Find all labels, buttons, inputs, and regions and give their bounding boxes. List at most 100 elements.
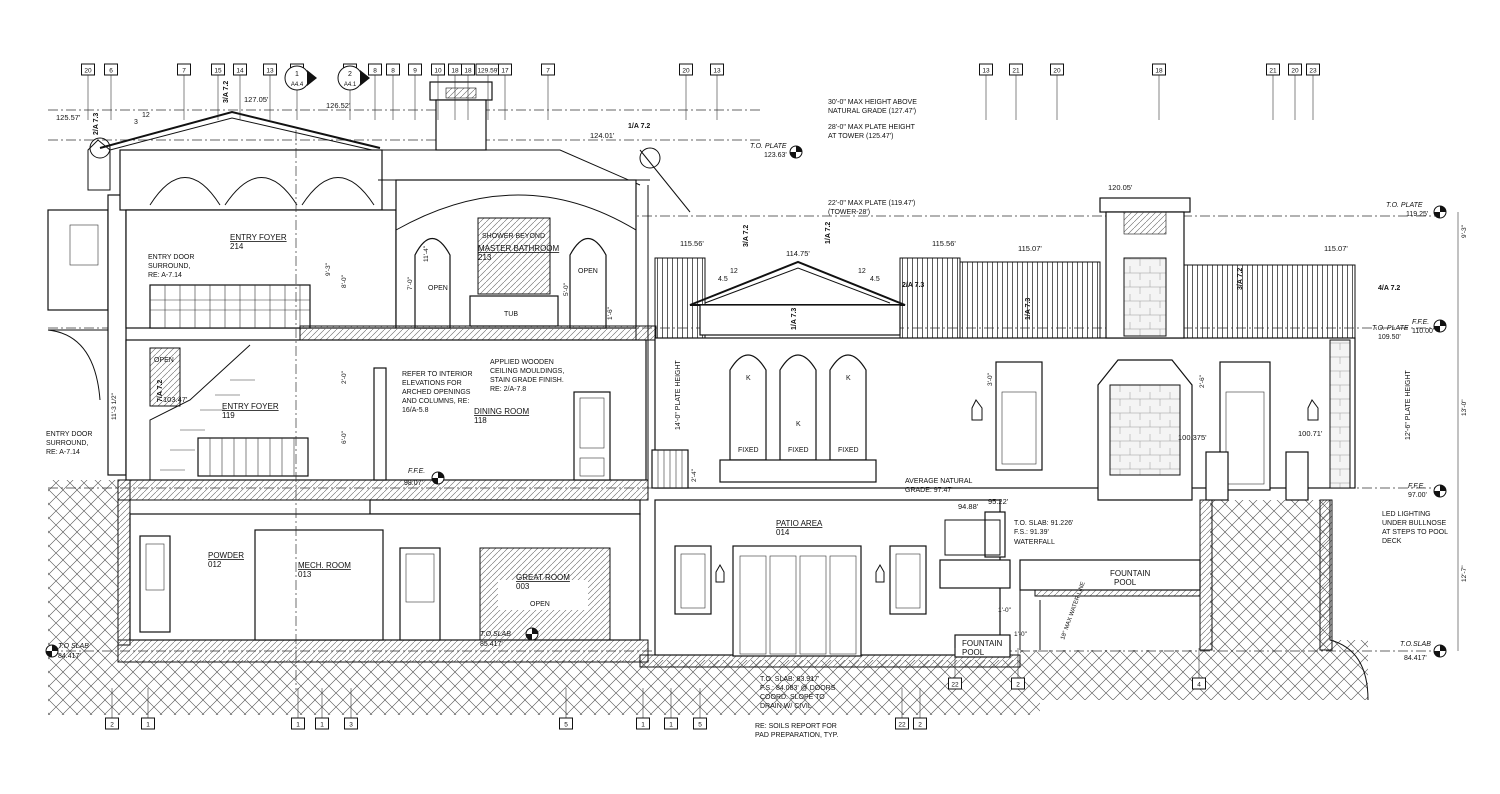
grid-tag-bottom: 3 xyxy=(344,688,358,730)
note-fixed-1: FIXED xyxy=(738,447,759,454)
ffe-right2-value: 97.00' xyxy=(1408,492,1427,499)
grid-tag-bottom-label: 1 xyxy=(296,722,300,729)
grid-tag-bottom: 5 xyxy=(559,688,573,730)
dim-8-0: 8'-0" xyxy=(341,274,348,288)
room-fountain-pool-b: FOUNTAIN xyxy=(962,639,1003,648)
elev-94-88: 94.88' xyxy=(958,502,979,511)
note-shower: SHOWER BEYOND xyxy=(482,233,545,240)
section-marker-number: 2 xyxy=(348,71,352,78)
room-entry-foyer-119-no: 119 xyxy=(222,411,235,420)
note-applied-3: STAIN GRADE FINISH. xyxy=(490,377,564,384)
elev-115-07-a: 115.07' xyxy=(1018,244,1042,253)
grid-tag-top: 21 xyxy=(1009,63,1023,120)
grid-tag-top-label: 8 xyxy=(373,68,377,75)
ffe-right-value: 110.00' xyxy=(1412,328,1434,335)
note-tub: TUB xyxy=(504,311,518,318)
notes: ENTRY DOOR SURROUND, RE: A-7.14 ENTRY DO… xyxy=(46,112,1448,739)
note-led-2: UNDER BULLNOSE xyxy=(1382,520,1447,527)
grid-tag-bottom: 2 xyxy=(913,688,927,730)
room-patio-no: 014 xyxy=(776,528,790,537)
grid-tag-bottom-label: 4 xyxy=(1197,682,1201,689)
note-k-1: K xyxy=(746,375,751,382)
grid-tag-top: 13 xyxy=(263,63,277,120)
grid-tag-top-label: 8 xyxy=(391,68,395,75)
note-fs-waterfall: F.S.: 91.39' xyxy=(1014,529,1049,536)
room-fountain-pool-b2: POOL xyxy=(962,648,985,657)
dim-2-0: 2'-0" xyxy=(341,370,348,384)
note-applied-1: APPLIED WOODEN xyxy=(490,359,554,366)
grid-tag-bottom: 22 xyxy=(948,648,962,690)
dimensions: 9'-3" 13'-0" 12'-7" 1'-0" 1'-0" 2'-4" 8'… xyxy=(111,212,1468,651)
note-led-4: DECK xyxy=(1382,538,1402,545)
max-height-label: 30'-0" MAX HEIGHT ABOVE xyxy=(828,99,917,106)
to-plate-right2-label: T.O. PLATE xyxy=(1372,325,1409,332)
note-soils-1: RE: SOILS REPORT FOR xyxy=(755,723,837,730)
room-patio: PATIO AREA xyxy=(776,519,823,528)
grid-tag-top: 8 xyxy=(386,63,400,120)
upper-floor xyxy=(125,179,657,480)
grid-tag-top: 7 xyxy=(177,63,191,120)
room-great: GREAT ROOM xyxy=(516,573,570,582)
note-entry-door-l3: RE: A-7.14 xyxy=(46,449,80,456)
max-plate-label: 22'-0" MAX PLATE (119.47') xyxy=(828,200,915,207)
room-entry-foyer-214: ENTRY FOYER xyxy=(230,233,287,242)
grid-tag-top-label: 23 xyxy=(1309,68,1317,75)
grid-tag-bottom-label: 5 xyxy=(564,722,568,729)
elev-100-71: 100.71' xyxy=(1298,429,1323,438)
section-marker: 1A4.4 xyxy=(284,65,317,91)
dim-5-0: 5'-0" xyxy=(563,282,570,296)
grid-tag-top: 18 xyxy=(1152,63,1166,120)
note-refer-3: ARCHED OPENINGS xyxy=(402,389,471,396)
grid-tag-top-label: 20 xyxy=(1053,68,1061,75)
to-slab-great-value: 85.417' xyxy=(480,641,503,648)
note-open-1: OPEN xyxy=(428,285,448,292)
room-entry-foyer-119: ENTRY FOYER xyxy=(222,402,279,411)
ffe-right-label: F.F.E. xyxy=(1412,319,1429,326)
dim-1-0-b: 1'-0" xyxy=(1014,631,1028,638)
note-k-3: K xyxy=(846,375,851,382)
ref-1-a7-2: 1/A 7.2 xyxy=(825,222,832,244)
dim-11-3: 11'-3 1/2" xyxy=(111,392,118,420)
ref-1-a7-3-b: 1/A 7.3 xyxy=(791,308,798,330)
ref-1-a7-2-b: 1/A 7.2 xyxy=(628,123,650,130)
section-marker-sheet: A4.4 xyxy=(291,82,304,88)
dim-7-0: 7'-0" xyxy=(407,276,414,290)
note-fixed-3: FIXED xyxy=(838,447,859,454)
grid-tag-top: 8 xyxy=(368,63,382,120)
section-marker-sheet: A4.1 xyxy=(344,82,357,88)
level-labels: 30'-0" MAX HEIGHT ABOVE NATURAL GRADE (1… xyxy=(58,99,1434,662)
ref-3-a7-2-b: 3/A 7.2 xyxy=(743,225,750,247)
grid-tag-top: 20 xyxy=(679,63,693,120)
grid-tag-top-label: 6 xyxy=(109,68,113,75)
note-refer-1: REFER TO INTERIOR xyxy=(402,371,473,378)
section-marker: 2A4.1 xyxy=(337,65,370,91)
elev-115-07-b: 115.07' xyxy=(1324,244,1348,253)
elev-95-22: 95.22' xyxy=(988,497,1009,506)
grid-tag-top-label: 15 xyxy=(214,68,222,75)
grid-tag-top: 18 xyxy=(461,63,475,120)
note-pitch-rise-3: 3 xyxy=(134,119,138,126)
note-toslab-waterfall: T.O. SLAB: 91.226' xyxy=(1014,520,1073,527)
room-entry-foyer-214-no: 214 xyxy=(230,242,244,251)
grid-tag-bottom-label: 1 xyxy=(641,722,645,729)
note-pitch-3: 12 xyxy=(858,268,866,275)
grid-tag-top-label: 18 xyxy=(1155,68,1163,75)
to-slab-right-label: T.O.SLAB xyxy=(1400,641,1431,648)
note-slab-1: T.O. SLAB: 83.917' xyxy=(760,676,819,683)
ffe-right2-label: F.F.E. xyxy=(1408,483,1425,490)
grid-tag-top-label: 13 xyxy=(266,68,274,75)
grid-tag-top-label: 20 xyxy=(84,68,92,75)
note-pitch-1: 12 xyxy=(142,112,150,119)
grid-tag-bottom-label: 1 xyxy=(669,722,673,729)
room-great-no: 003 xyxy=(516,582,530,591)
grid-tag-bottom: 2 xyxy=(105,688,119,730)
elev-120-05: 120.05' xyxy=(1108,183,1133,192)
grid-tag-top: 20 xyxy=(1288,63,1302,120)
note-entry-door-l2: SURROUND, xyxy=(46,440,88,447)
detail-references: 2/A 7.3 3/A 7.2 3/A 7.2 1/A 7.2 1/A 7.3 … xyxy=(93,81,1400,402)
note-slab-2: F.S.: 84.083' @ DOORS xyxy=(760,685,836,692)
grid-tag-top: 20 xyxy=(1050,63,1064,120)
note-pitch-rise-3b: 4.5 xyxy=(870,276,880,283)
